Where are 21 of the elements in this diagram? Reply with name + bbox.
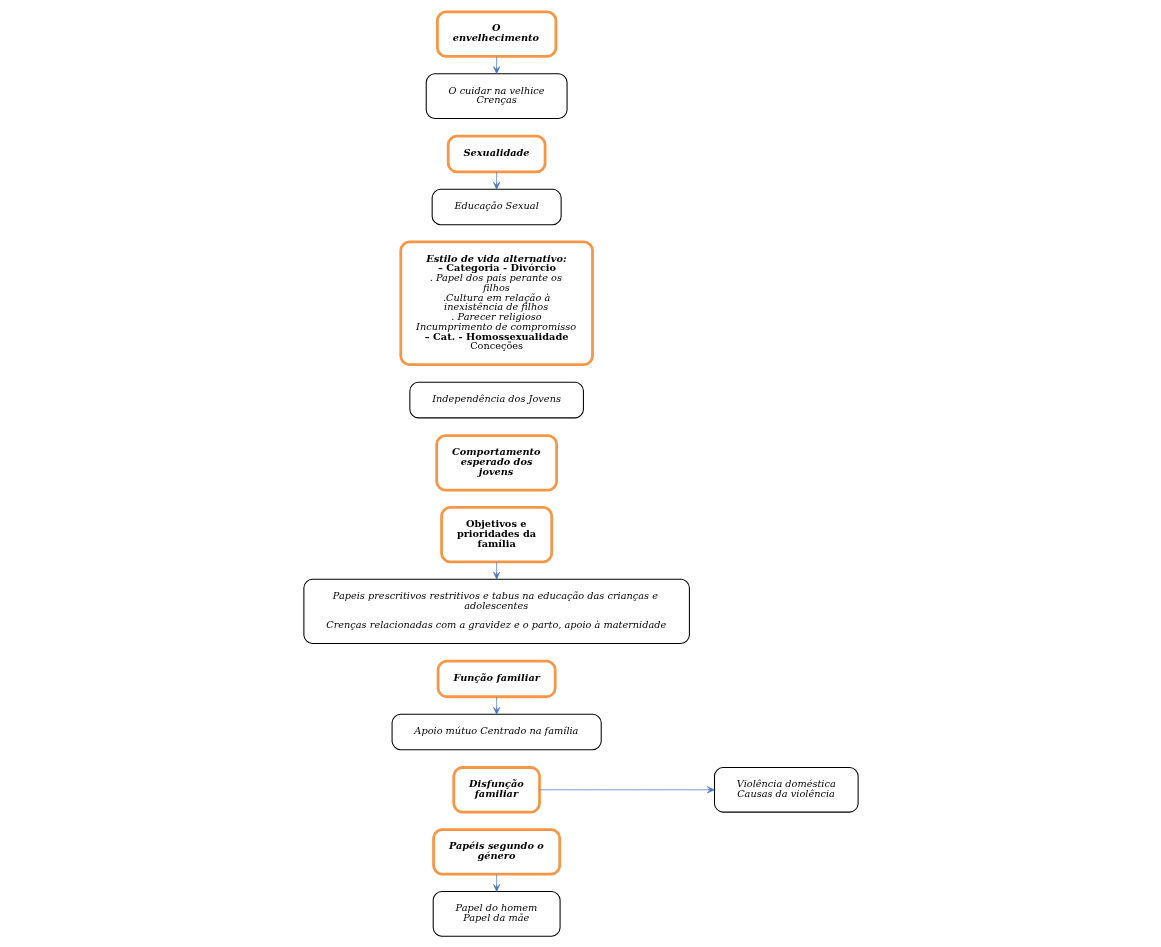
node-box: Comportamento esperado dos jovens [434,433,558,491]
arrow [492,873,500,892]
node-box: Violência doméstica Causas da violência [713,766,859,813]
node-box: Sexualidade [446,134,546,173]
arrow [492,171,500,190]
node-box: Estilo de vida alternativo: – Categoria - Divórcio . Papel dos pais perante os filhos .Cultura em relação à inexistência de filhos . Parecer religioso Incumprimento de compromisso – Cat. - Homossexualidade Conceções [398,239,594,366]
node-box: Função familiar [436,659,557,698]
node-box: O envelhecimento [435,9,557,58]
arrow [492,696,500,714]
arrow [492,561,500,579]
node-box: Papeis prescritivos restritivos e tabus na educação das crianças e adolescentes Crenças relacionadas com a gravidez e o parto, apoio à maternidade [302,578,690,644]
node-box: Apoio mútuo Centrado na família [391,713,602,750]
node-box: Educação Sexual [431,188,562,225]
node-box: Objetivos e prioridades da família [439,505,553,563]
node-box: O cuidar na velhice Crenças [425,72,568,119]
node-box: Disfunção familiar [451,765,541,813]
arrow [492,55,500,74]
node-box: Papel do homem Papel da mãe [432,890,561,937]
arrow [538,785,715,793]
node-box: Papéis segundo o género [431,827,561,876]
node-box: Independência dos Jovens [408,381,584,418]
